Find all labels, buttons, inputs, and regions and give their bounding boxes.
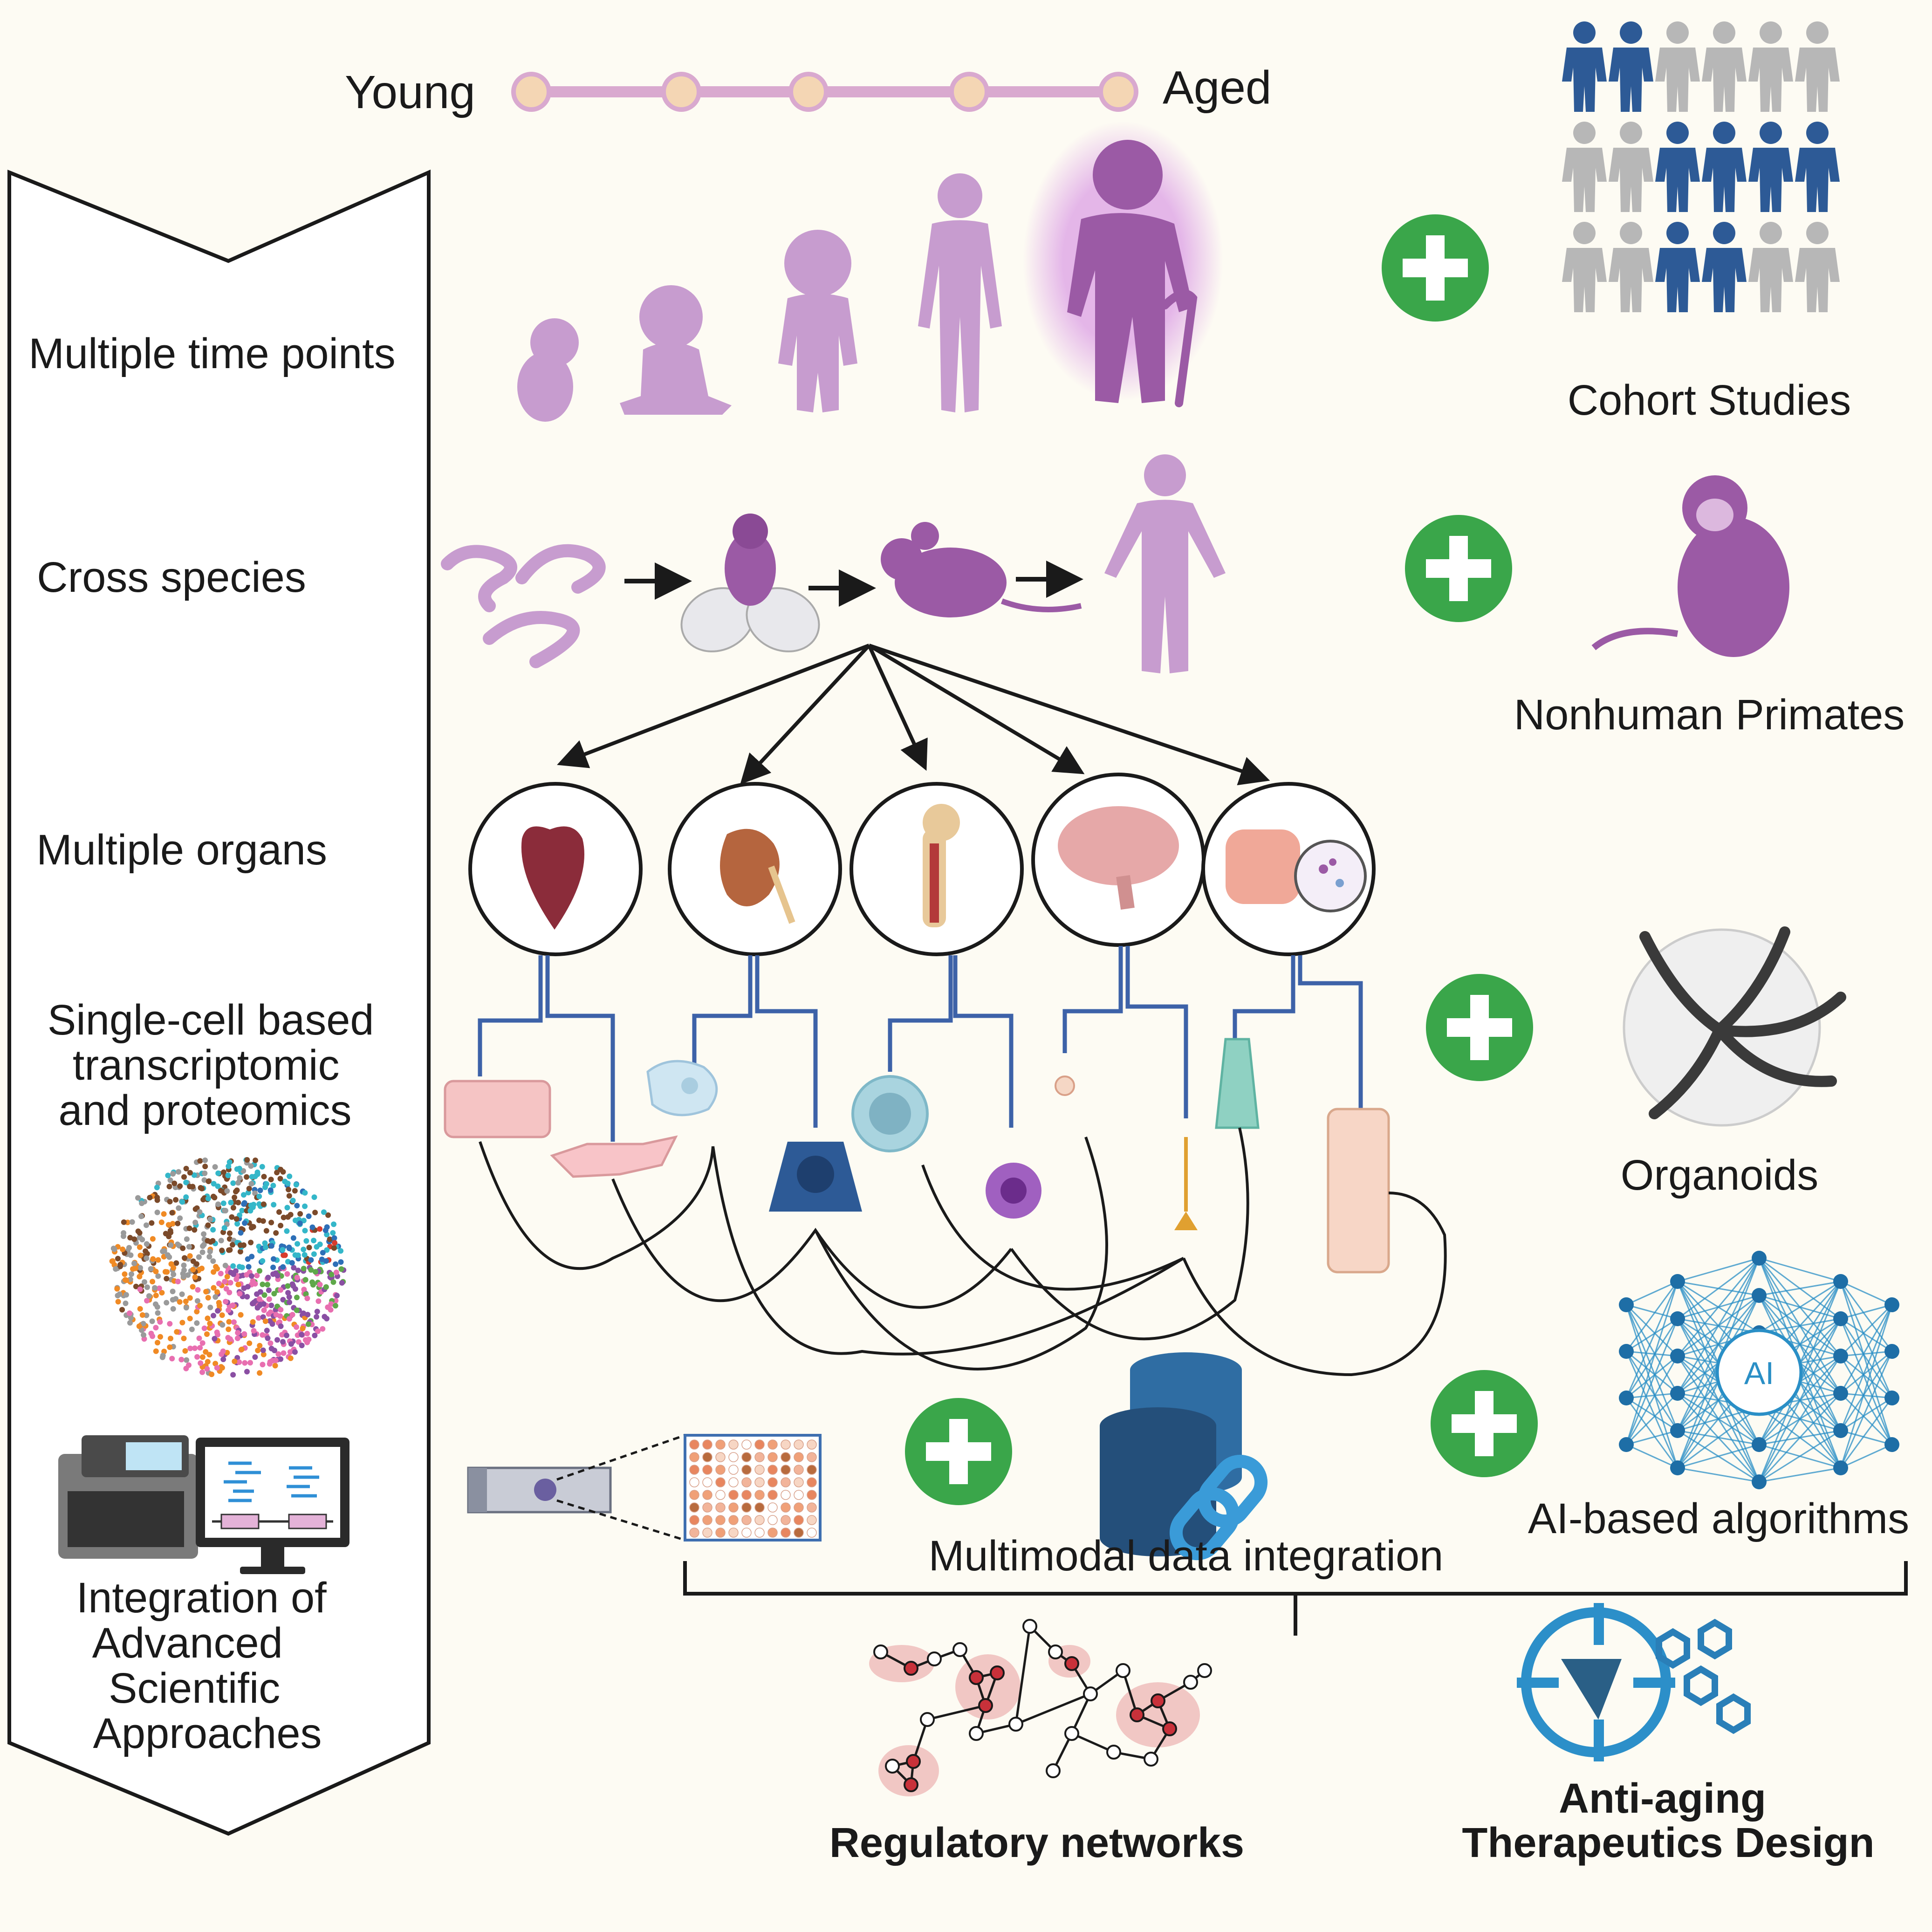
integration-bracket xyxy=(683,1561,1908,1636)
timeline-end-label: Aged xyxy=(1163,62,1272,114)
nonhuman-primates-label: Nonhuman Primates xyxy=(1514,691,1905,739)
plus-icons xyxy=(905,214,1538,1505)
multimodal-label: Multimodal data integration xyxy=(929,1532,1444,1580)
adult-icon xyxy=(918,173,1002,412)
plus-icon-organoids xyxy=(1426,974,1533,1081)
therapeutics-label: Anti-aging Therapeutics Design xyxy=(1462,1775,1874,1866)
fly-icon xyxy=(680,514,820,652)
human-life-stages xyxy=(517,121,1223,422)
human-icon xyxy=(1104,454,1226,673)
astrocyte-icon xyxy=(1055,1076,1075,1096)
kidney-icon xyxy=(668,782,842,956)
bone-icon xyxy=(850,782,1024,956)
age-timeline xyxy=(511,72,1138,112)
species-to-organ-arrows xyxy=(557,644,1270,786)
fetus-icon xyxy=(517,318,579,422)
toddler-icon xyxy=(778,230,857,412)
cell-types xyxy=(444,1038,1390,1274)
microarray-grid-icon xyxy=(684,1434,822,1541)
target-molecule-icon xyxy=(1517,1603,1751,1761)
regulatory-network-icon xyxy=(869,1619,1212,1796)
spatial-slide-icon xyxy=(467,1434,685,1541)
left-progress-chevron xyxy=(7,169,431,1836)
link-chain-icon xyxy=(1169,1454,1268,1561)
ai-algorithms-label: AI-based algorithms xyxy=(1528,1495,1909,1542)
worm-icon xyxy=(441,544,606,668)
step-label-integration: Integration of Advanced Scientific Appro… xyxy=(76,1574,339,1757)
monkey-icon xyxy=(1591,475,1789,657)
single-cell-umap-scatter xyxy=(109,1157,347,1378)
organ-circles xyxy=(468,773,1376,956)
plus-icon-primates xyxy=(1405,515,1512,622)
fibroblast-icon xyxy=(550,1135,678,1178)
cardiomyocyte-icon xyxy=(444,1080,551,1138)
secretory-cell-icon xyxy=(769,1142,862,1212)
plus-icon-cohort xyxy=(1382,214,1489,322)
brain-icon xyxy=(1031,773,1206,947)
heart-icon xyxy=(468,782,643,956)
organoids-label: Organoids xyxy=(1621,1151,1818,1199)
step-label-single-cell: Single-cell based transcriptomic and pro… xyxy=(48,996,386,1134)
ai-badge: AI xyxy=(1715,1329,1803,1416)
cohort-studies-label: Cohort Studies xyxy=(1568,377,1851,424)
infant-icon xyxy=(620,285,732,415)
elderly-icon xyxy=(1023,121,1223,407)
step-label-multiple-organs: Multiple organs xyxy=(36,826,327,874)
macrophage-cell-icon xyxy=(646,1060,718,1117)
step-label-cross-species: Cross species xyxy=(37,554,306,601)
intestine-microbiome-icon xyxy=(1201,782,1376,956)
mouse-icon xyxy=(881,522,1082,617)
cell-lineage-trees xyxy=(478,946,1363,1142)
timeline-start-label: Young xyxy=(345,66,475,118)
species-row xyxy=(441,454,1226,673)
cohort-people-grid xyxy=(1562,21,1840,312)
regulatory-networks-label: Regulatory networks xyxy=(829,1820,1244,1866)
sequencer-workstation-icon xyxy=(58,1435,349,1574)
organoid-icon xyxy=(1623,926,1846,1127)
step-label-time-points: Multiple time points xyxy=(28,330,395,377)
cell-interaction-links xyxy=(479,1127,1447,1377)
plus-icon-multimodal xyxy=(905,1398,1012,1505)
neural-network-icon xyxy=(1619,1251,1899,1489)
dendritic-cell-icon xyxy=(986,1163,1041,1219)
enterocyte-icon xyxy=(1327,1108,1390,1274)
svg-text:AI: AI xyxy=(1744,1356,1774,1391)
stem-cell-icon xyxy=(851,1075,929,1152)
neuron-icon xyxy=(1174,1137,1198,1230)
epithelial-cell-icon xyxy=(1215,1038,1260,1129)
plus-icon-ai xyxy=(1431,1370,1538,1477)
